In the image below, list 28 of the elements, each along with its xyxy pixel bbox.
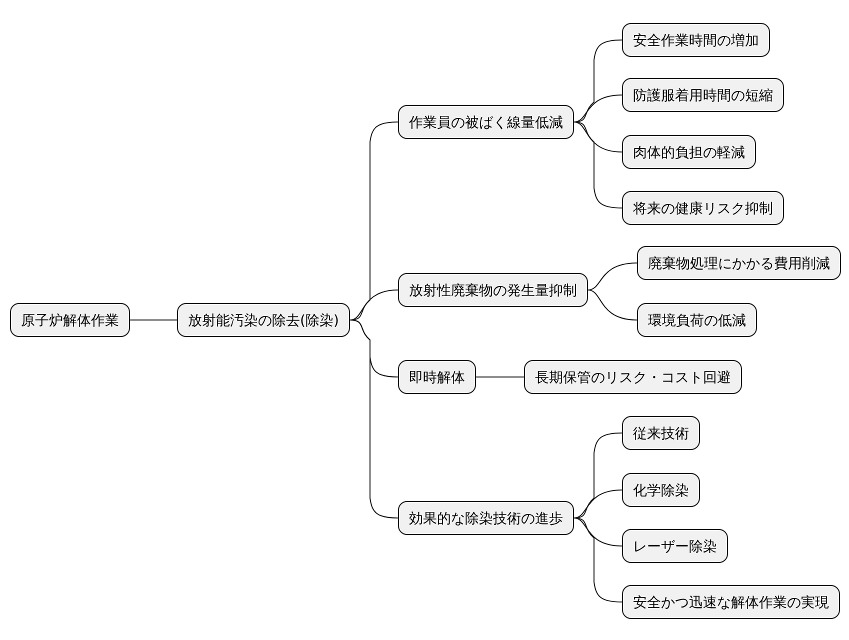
connector-line [574, 122, 622, 208]
topic-box: 放射能汚染の除去(除染) [177, 303, 350, 337]
topic-box: 化学除染 [622, 473, 700, 507]
topic-box: 廃棄物処理にかかる費用削減 [637, 246, 841, 280]
topic-box: 安全作業時間の増加 [622, 23, 770, 57]
connector-line [588, 262, 638, 290]
connector-line [574, 94, 622, 122]
connector-line [350, 320, 398, 518]
connector-line [574, 122, 622, 152]
topic-box: 将来の健康リスク抑制 [622, 191, 784, 225]
connector-line [574, 490, 622, 518]
topic-box: 長期保管のリスク・コスト回避 [524, 360, 742, 394]
topic-box: 環境負荷の低減 [637, 303, 757, 337]
connector-line [350, 290, 398, 320]
topic-box: 原子炉解体作業 [10, 303, 130, 337]
topic-box: 即時解体 [398, 360, 476, 394]
connector-line [574, 518, 622, 602]
connector-line [574, 518, 622, 546]
topic-box: 肉体的負担の軽減 [622, 135, 756, 169]
topic-box: レーザー除染 [622, 529, 728, 563]
topic-box: 安全かつ迅速な解体作業の実現 [622, 585, 840, 619]
connector-line [588, 290, 638, 320]
topic-box: 効果的な除染技術の進歩 [398, 501, 574, 535]
connector-line [476, 376, 524, 378]
topic-box: 作業員の被ばく線量低減 [398, 105, 574, 139]
topic-box: 放射性廃棄物の発生量抑制 [398, 273, 588, 307]
topic-box: 従来技術 [622, 416, 700, 450]
topic-box: 防護服着用時間の短縮 [622, 78, 784, 112]
